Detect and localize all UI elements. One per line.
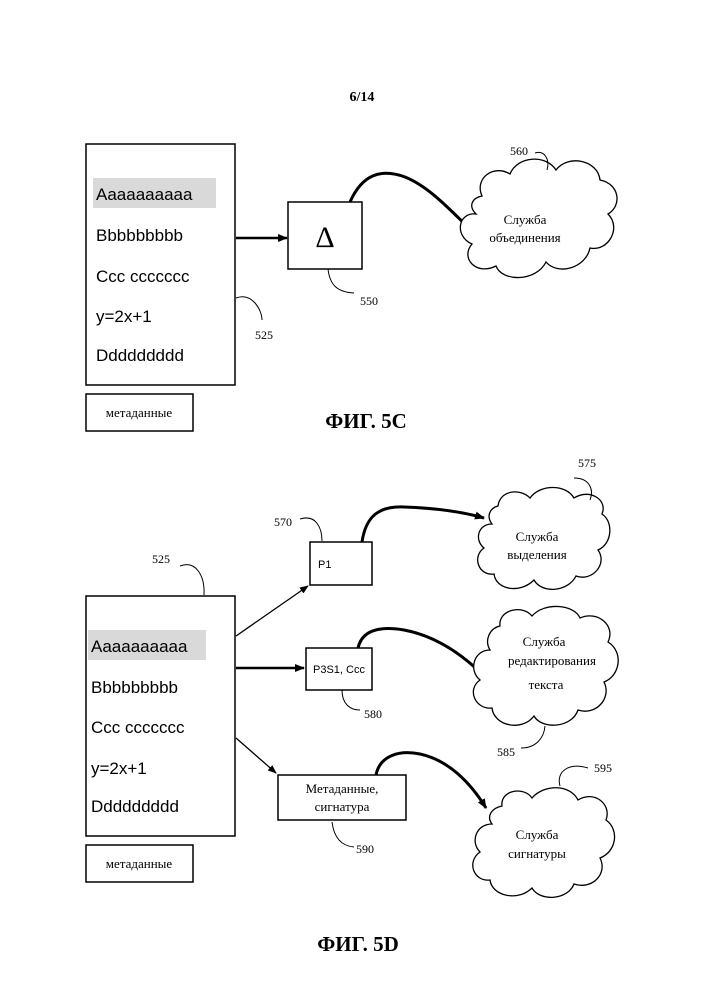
document-line: Bbbbbbbbb	[96, 226, 183, 245]
leader-line	[300, 518, 322, 541]
arrow-delta-to-service	[350, 173, 473, 232]
reference-label-525: 525	[255, 328, 273, 342]
metadata-label: метаданные	[106, 405, 173, 420]
reference-label-580: 580	[364, 707, 382, 721]
reference-label-550: 550	[360, 294, 378, 308]
document-line: Ddddddddd	[91, 797, 179, 816]
leader-line	[521, 726, 545, 748]
document-line: Aaaaaaaaaa	[96, 185, 193, 204]
cloud-service-signature	[473, 788, 615, 898]
arrow-document-to-metadata-signature	[236, 738, 276, 773]
metadata-signature-line: сигнатура	[315, 799, 370, 814]
reference-label-585: 585	[497, 745, 515, 759]
metadata-label: метаданные	[106, 856, 173, 871]
document-line: Ddddddddd	[96, 346, 184, 365]
arrow-p3s1-to-service	[358, 629, 484, 676]
leader-line	[180, 565, 204, 595]
service-name-line: сигнатуры	[508, 846, 566, 861]
leader-line	[342, 690, 360, 710]
p3s1-label: P3S1, Ccc	[313, 664, 365, 676]
service-name-line: выделения	[507, 547, 566, 562]
figure-caption: ФИГ. 5C	[325, 409, 407, 433]
leader-line	[328, 269, 354, 293]
reference-label-590: 590	[356, 842, 374, 856]
document-5d: Aaaaaaaaaa Bbbbbbbbb Ccc ccccccc y=2x+1 …	[86, 596, 235, 836]
document-5c: Aaaaaaaaaa Bbbbbbbbb Ccc ccccccc y=2x+1 …	[86, 144, 235, 385]
reference-label-560: 560	[510, 144, 528, 158]
arrow-p1-to-service	[362, 507, 484, 542]
service-name-line: текста	[529, 677, 564, 692]
page-number: 6/14	[350, 90, 375, 105]
document-line: Aaaaaaaaaa	[91, 637, 188, 656]
p1-label: P1	[318, 559, 331, 571]
document-line: y=2x+1	[96, 307, 152, 326]
document-line: Ccc ccccccc	[96, 267, 190, 286]
leader-line	[236, 297, 262, 320]
leader-line	[332, 822, 354, 847]
arrow-document-to-p1	[236, 586, 308, 636]
document-line: y=2x+1	[91, 759, 147, 778]
service-name-line: Служба	[516, 827, 559, 842]
reference-label-570: 570	[274, 515, 292, 529]
delta-symbol: Δ	[315, 221, 334, 254]
reference-label-595: 595	[594, 761, 612, 775]
figure-5d: Aaaaaaaaaa Bbbbbbbbb Ccc ccccccc y=2x+1 …	[86, 456, 618, 956]
figure-caption: ФИГ. 5D	[317, 932, 399, 956]
service-name-line: Служба	[504, 212, 547, 227]
service-name-line: Служба	[523, 634, 566, 649]
service-name-line: объединения	[489, 230, 560, 245]
service-name-line: редактирования	[508, 653, 596, 668]
leader-line	[559, 766, 588, 786]
document-line: Bbbbbbbbb	[91, 678, 178, 697]
metadata-signature-line: Метаданные,	[306, 781, 379, 796]
reference-label-575: 575	[578, 456, 596, 470]
figure-5c: Aaaaaaaaaa Bbbbbbbbb Ccc ccccccc y=2x+1 …	[86, 144, 617, 433]
reference-label-525: 525	[152, 552, 170, 566]
document-line: Ccc ccccccc	[91, 718, 185, 737]
service-name-line: Служба	[516, 529, 559, 544]
